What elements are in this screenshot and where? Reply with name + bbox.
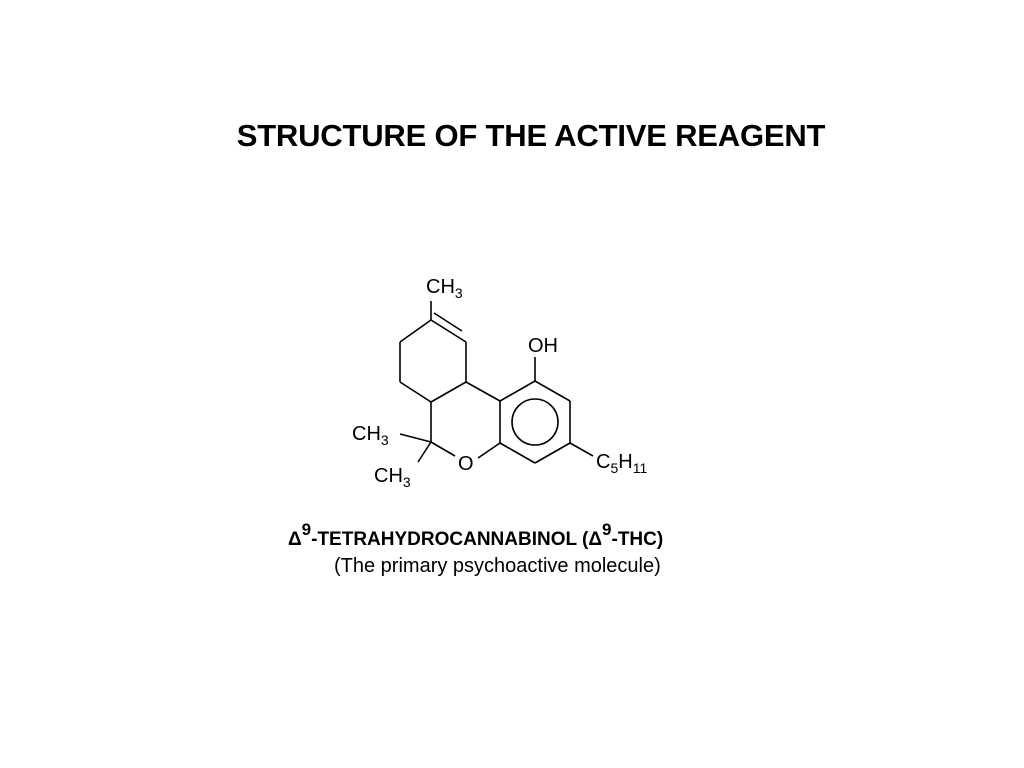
- gem-methyl-2-label: CH3: [374, 465, 411, 490]
- pentyl-label: C5H11: [596, 451, 647, 476]
- gem-methyl-1-label: CH3: [352, 423, 389, 448]
- ring-oxygen-label: O: [458, 453, 474, 475]
- substituent-bonds: [399, 357, 594, 463]
- slide-title: STRUCTURE OF THE ACTIVE REAGENT: [236, 118, 826, 153]
- top-methyl-label: CH3: [426, 276, 463, 301]
- hydroxyl-label: OH: [528, 335, 558, 357]
- molecule-description: (The primary psychoactive molecule): [334, 555, 661, 577]
- aromatic-ring: [499, 380, 571, 464]
- pyran-ring: [430, 381, 501, 459]
- cyclohexene-ring: [399, 301, 467, 403]
- molecule-name: Δ9-TETRAHYDROCANNABINOL (Δ9-THC): [288, 520, 663, 550]
